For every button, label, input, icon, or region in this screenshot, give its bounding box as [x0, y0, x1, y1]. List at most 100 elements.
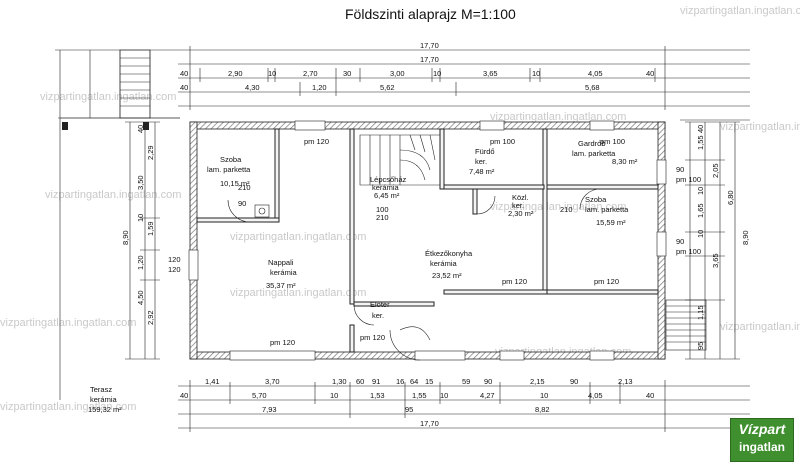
watermark-text: vizpartingatlan.ingatlan.com [0, 401, 136, 413]
brand-logo[interactable]: Vízpart ingatlan [730, 418, 794, 462]
dim-label: 1,53 [370, 391, 385, 400]
watermark-text: vizpartingatlan.ingatlan.com [720, 321, 800, 333]
dim-label: 64 [410, 377, 418, 386]
dim-label: 5,68 [585, 83, 600, 92]
dim-label: 40 [180, 391, 188, 400]
room-kozl-floor: ker. [512, 201, 524, 210]
room-szoba2-floor: lam. parketta [585, 205, 629, 214]
dim-label: 2,05 [711, 163, 720, 178]
door-swings [227, 188, 601, 361]
staircase [359, 134, 441, 186]
dim-label: 30 [343, 69, 351, 78]
dim-label: 5,70 [252, 391, 267, 400]
dim-label: 40 [646, 69, 654, 78]
room-gardrob-name: Gardrób [578, 139, 606, 148]
opening-labels: pm 120 pm 100 pm 100 210 90 120 120 90 p… [168, 137, 701, 347]
dim-label: 3,70 [265, 377, 280, 386]
opening-label: pm 120 [360, 333, 385, 342]
opening-label: 90 [676, 237, 684, 246]
room-furdo-name: Fürdő [475, 147, 495, 156]
watermark-text: vizpartingatlan.ingatlan.com [680, 5, 800, 17]
dim-label: 1,15 [696, 305, 705, 320]
room-szoba1-area: 10,15 m² [220, 179, 250, 188]
logo-line1: Vízpart [738, 421, 786, 437]
opening-label: pm 120 [594, 277, 619, 286]
dim-label: 10 [268, 69, 276, 78]
room-lepcsohaz-area: 6,45 m² [374, 191, 400, 200]
dim-label: 1,65 [696, 203, 705, 218]
room-szoba1-floor: lam. parketta [207, 165, 251, 174]
room-gardrob-floor: lam. parketta [572, 149, 616, 158]
dim-label: 10 [696, 187, 705, 195]
room-terasz-floor: kerámia [90, 395, 118, 404]
dim-label: 91 [372, 377, 380, 386]
room-lepcsohaz-name: Lépcsőház [370, 175, 407, 184]
opening-label: pm 120 [502, 277, 527, 286]
opening-label: pm 100 [490, 137, 515, 146]
sink-icon [254, 204, 270, 218]
dim-label: 10 [540, 391, 548, 400]
opening-label: pm 120 [304, 137, 329, 146]
dim-label: 1,20 [312, 83, 327, 92]
opening-label: pm 100 [600, 137, 625, 146]
watermark-text: vizpartingatlan.ingatlan.com [45, 189, 181, 201]
dim-label: 2,15 [530, 377, 545, 386]
dim-label: 3,00 [390, 69, 405, 78]
opening-label: 100 [376, 205, 389, 214]
opening-label: 210 [376, 213, 389, 222]
dim-label: 10 [136, 214, 145, 222]
dim-label: 17,70 [420, 55, 439, 64]
dim-label: 15 [425, 377, 433, 386]
opening-label: 90 [238, 199, 246, 208]
room-lepcsohaz-floor: kerámia [372, 183, 400, 192]
room-nappali-name: Nappali [268, 258, 294, 267]
dim-label: 17,70 [420, 419, 439, 428]
dim-label: 1,30 [332, 377, 347, 386]
watermark-text: vizpartingatlan.ingatlan.com [230, 231, 366, 243]
dimension-lines-top [55, 46, 750, 400]
dim-label: 4,05 [588, 69, 603, 78]
column-marker [62, 122, 68, 130]
dim-label: 60 [356, 377, 364, 386]
room-eloter-floor: ker. [372, 311, 384, 320]
room-kozl-name: Közl. [512, 193, 529, 202]
dim-label: 10 [532, 69, 540, 78]
room-terasz-name: Terasz [90, 385, 112, 394]
dim-label: 40 [180, 69, 188, 78]
opening-label: 210 [238, 183, 251, 192]
dim-label: 2,90 [228, 69, 243, 78]
dim-label: 40 [646, 391, 654, 400]
room-szoba2-area: 15,59 m² [596, 218, 626, 227]
dim-label: 4,30 [245, 83, 260, 92]
room-labels: Szoba lam. parketta 10,15 m² Nappali ker… [88, 139, 638, 414]
bottom-dimension-labels: 1,41 3,70 1,30 60 91 16 64 15 59 90 2,15… [180, 377, 654, 428]
room-szoba1-name: Szoba [220, 155, 242, 164]
dim-label: 17,70 [420, 41, 439, 50]
interior-walls [196, 128, 659, 353]
dim-label: 95 [696, 342, 705, 350]
dim-label: 90 [570, 377, 578, 386]
dim-label: 4,50 [136, 290, 145, 305]
dim-label: 3,50 [136, 175, 145, 190]
dim-label: 4,27 [480, 391, 495, 400]
dim-label: 1,20 [136, 255, 145, 270]
room-szoba2-name: Szoba [585, 195, 607, 204]
dim-label: 7,93 [262, 405, 277, 414]
dim-label: 2,29 [146, 145, 155, 160]
watermark-text: vizpartingatlan.ingatlan.com [0, 317, 136, 329]
right-dimension-labels: 6,80 8,90 40 1,55 2,05 10 1,65 10 3,65 1… [696, 125, 750, 350]
room-nappali-area: 35,37 m² [266, 281, 296, 290]
dim-label: 4,05 [588, 391, 603, 400]
dim-label: 2,70 [303, 69, 318, 78]
room-gardrob-area: 8,30 m² [612, 157, 638, 166]
sink-drain-icon [258, 207, 266, 215]
dim-label: 10 [696, 230, 705, 238]
opening-label: 210 [560, 205, 573, 214]
dim-label: 2,13 [618, 377, 633, 386]
left-dimension-labels: 8,90 40 2,29 3,50 10 1,59 1,20 4,50 2,92 [121, 125, 155, 325]
top-dimension-labels: 17,70 17,70 40 2,90 10 2,70 30 3,00 10 3… [180, 41, 654, 92]
room-furdo-floor: ker. [475, 157, 487, 166]
dim-label: 95 [405, 405, 413, 414]
dim-label: 16 [396, 377, 404, 386]
